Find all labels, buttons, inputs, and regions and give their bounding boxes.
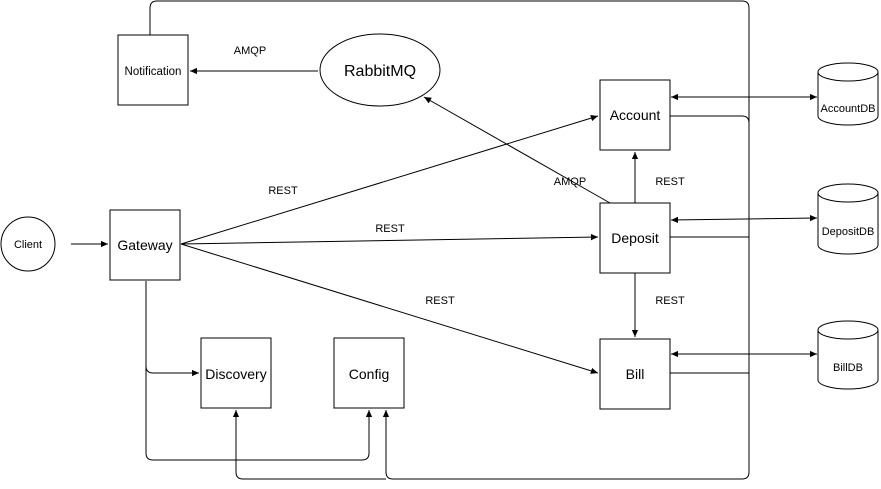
deposit-label: Deposit bbox=[611, 230, 659, 246]
notification-node[interactable]: Notification bbox=[117, 34, 189, 106]
client-node[interactable]: Client bbox=[0, 216, 56, 272]
account-db-label: AccountDB bbox=[820, 103, 875, 115]
gateway-to-account-arrow bbox=[180, 115, 599, 245]
gateway-to-discovery-line bbox=[145, 281, 199, 377]
service-boundary-line bbox=[149, 0, 750, 480]
rabbitmq-node[interactable]: RabbitMQ bbox=[319, 33, 441, 107]
rest-label-gateway-account: REST bbox=[268, 185, 298, 197]
rest-label-deposit-bill: REST bbox=[655, 295, 685, 307]
bill-label: Bill bbox=[626, 366, 645, 382]
bill-node[interactable]: Bill bbox=[599, 338, 671, 410]
gateway-node[interactable]: Gateway bbox=[109, 209, 181, 281]
discovery-label: Discovery bbox=[205, 366, 266, 382]
amqp-label-notification: AMQP bbox=[234, 45, 266, 57]
bill-db-label: BillDB bbox=[833, 362, 863, 374]
account-db-cylinder[interactable]: AccountDB bbox=[817, 62, 879, 126]
gateway-label: Gateway bbox=[117, 237, 172, 253]
gateway-to-config-line bbox=[145, 366, 373, 461]
rest-label-gateway-bill: REST bbox=[425, 295, 455, 307]
amqp-label-deposit: AMQP bbox=[554, 176, 586, 188]
rest-label-deposit-account: REST bbox=[655, 176, 685, 188]
gateway-to-deposit-arrow bbox=[180, 233, 599, 245]
deposit-db-label: DepositDB bbox=[822, 226, 875, 238]
client-label: Client bbox=[14, 239, 42, 251]
account-to-boundary-line bbox=[670, 115, 750, 124]
gateway-to-bill-arrow bbox=[180, 243, 599, 374]
deposit-db-cylinder[interactable]: DepositDB bbox=[817, 183, 879, 255]
account-label: Account bbox=[610, 107, 661, 123]
notification-label: Notification bbox=[125, 66, 182, 78]
bill-db-cylinder[interactable]: BillDB bbox=[817, 320, 879, 390]
discovery-node[interactable]: Discovery bbox=[200, 337, 272, 409]
config-node[interactable]: Config bbox=[333, 337, 405, 409]
deposit-db-link bbox=[670, 214, 818, 224]
deposit-to-rabbitmq-arrow bbox=[423, 96, 611, 204]
deposit-node[interactable]: Deposit bbox=[599, 202, 671, 274]
discovery-bus-line bbox=[232, 410, 386, 480]
rabbitmq-label: RabbitMQ bbox=[344, 63, 416, 80]
account-node[interactable]: Account bbox=[599, 79, 671, 151]
config-label: Config bbox=[349, 366, 389, 382]
rest-label-gateway-deposit: REST bbox=[375, 223, 405, 235]
